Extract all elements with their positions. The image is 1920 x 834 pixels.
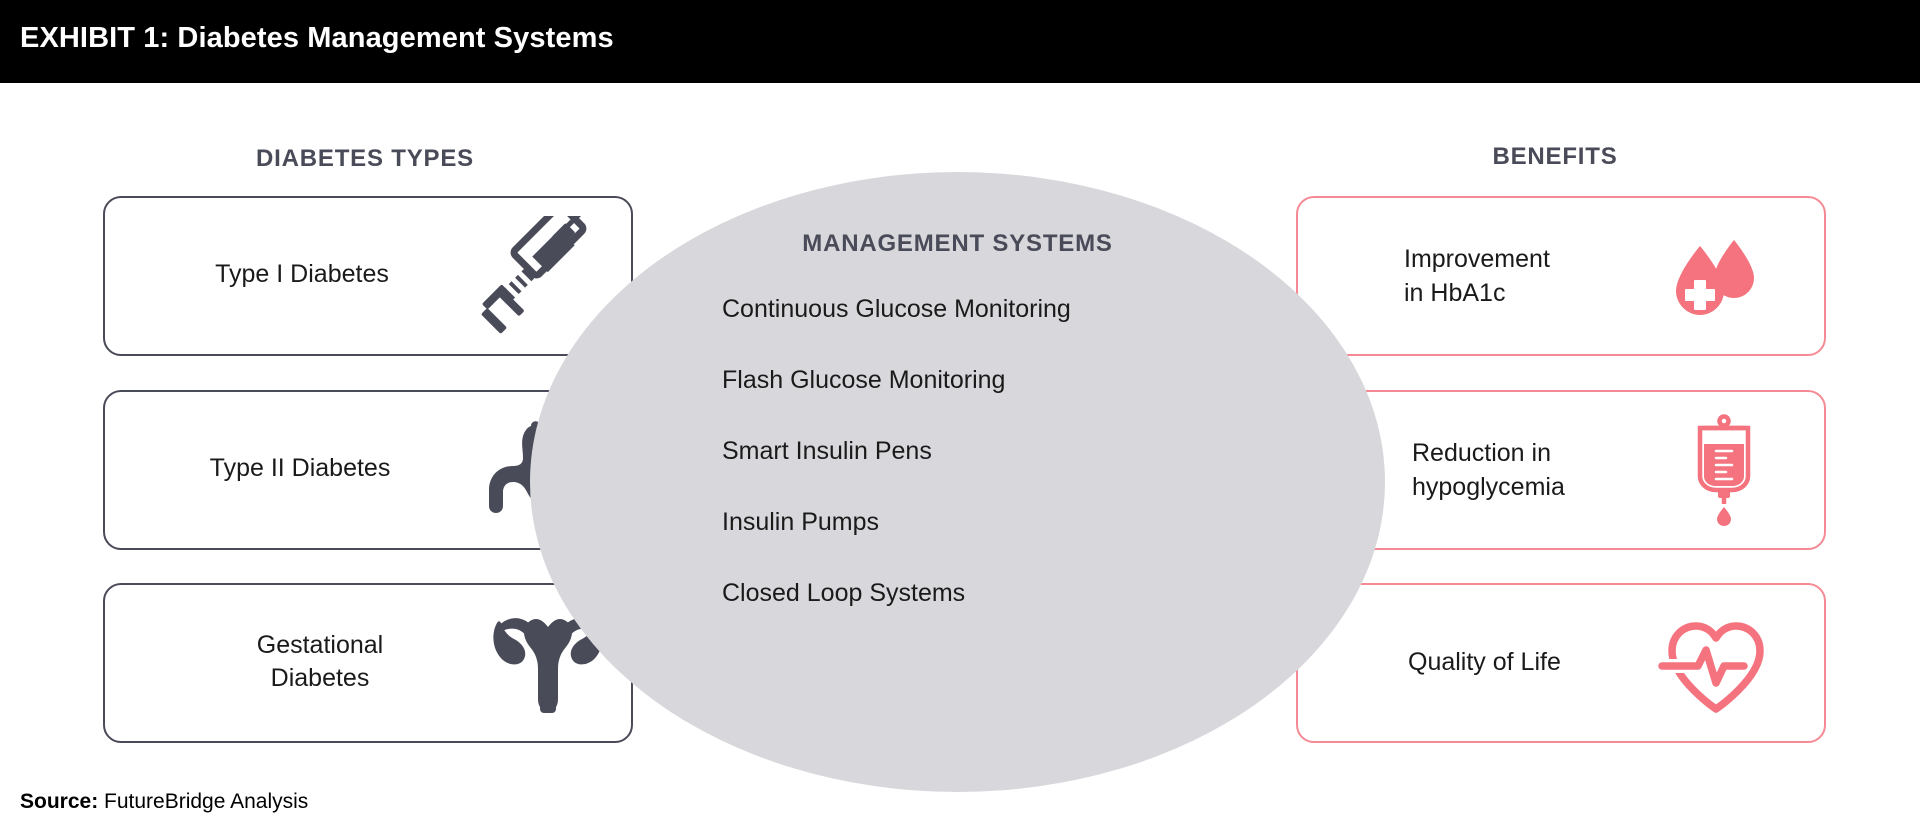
diabetes-type-label-2: Type II Diabetes: [209, 454, 391, 482]
page-title: EXHIBIT 1: Diabetes Management Systems: [20, 22, 614, 55]
list-item: Flash Glucose Monitoring: [722, 366, 1006, 394]
benefit-label-1: Improvement in HbA1c: [1404, 242, 1550, 310]
header-bar: EXHIBIT 1: Diabetes Management Systems: [0, 0, 1920, 83]
management-systems-ellipse: MANAGEMENT SYSTEMS Continuous Glucose Mo…: [530, 172, 1385, 792]
header-title-text: Diabetes Management Systems: [177, 22, 614, 54]
diabetes-type-label-1: Type I Diabetes: [215, 260, 389, 288]
exhibit-label: EXHIBIT 1:: [20, 22, 170, 54]
benefit-label-1-line1: Improvement: [1404, 245, 1550, 273]
source-note: Source: FutureBridge Analysis: [20, 790, 308, 814]
benefit-label-2: Reduction in hypoglycemia: [1412, 436, 1565, 504]
benefit-label-2-line1: Reduction in: [1412, 439, 1551, 467]
management-systems-title: MANAGEMENT SYSTEMS: [802, 230, 1113, 257]
benefit-card-quality-of-life[interactable]: Quality of Life: [1296, 583, 1826, 743]
blood-drops-icon: [1670, 236, 1766, 331]
benefit-card-hba1c[interactable]: Improvement in HbA1c: [1296, 196, 1826, 356]
source-label: Source:: [20, 790, 99, 813]
diabetes-type-card-gestational[interactable]: Gestational Diabetes: [103, 583, 633, 743]
list-item: Closed Loop Systems: [722, 579, 966, 607]
diabetes-type-label-3: Gestational Diabetes: [175, 629, 465, 695]
list-item: Continuous Glucose Monitoring: [722, 295, 1071, 323]
source-value: FutureBridge Analysis: [98, 790, 309, 813]
syringe-icon: [473, 202, 603, 346]
list-item: Smart Insulin Pens: [722, 437, 932, 465]
diabetes-type-label-3-line2: Diabetes: [270, 664, 370, 692]
diabetes-type-label-3-line1: Gestational: [256, 631, 384, 659]
diabetes-type-card-type-1[interactable]: Type I Diabetes: [103, 196, 633, 356]
benefit-label-3-line1: Quality of Life: [1408, 648, 1561, 676]
management-systems-list: Continuous Glucose Monitoring Flash Gluc…: [722, 294, 1362, 649]
benefit-label-2-line2: hypoglycemia: [1412, 473, 1565, 501]
diabetes-types-heading: DIABETES TYPES: [256, 145, 474, 172]
list-item: Insulin Pumps: [722, 508, 880, 536]
heart-pulse-icon: [1655, 617, 1774, 722]
benefit-label-1-line2: in HbA1c: [1404, 279, 1506, 307]
iv-bag-icon: [1682, 414, 1766, 535]
benefits-heading: BENEFITS: [1492, 143, 1618, 170]
benefit-label-3: Quality of Life: [1408, 645, 1561, 679]
